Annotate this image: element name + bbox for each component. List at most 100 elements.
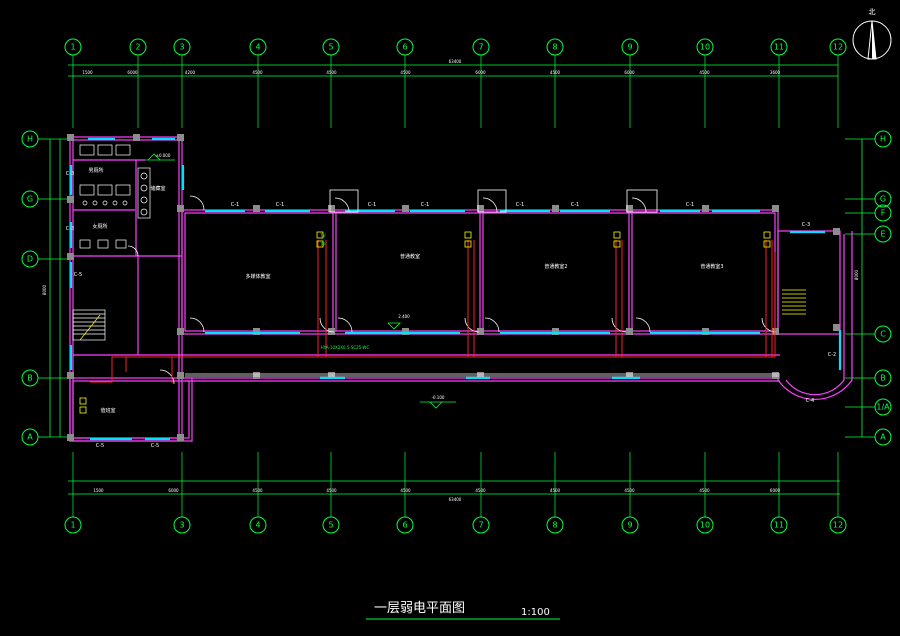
axis-right-5-label: B (880, 374, 886, 383)
axis-top-5-label: 5 (328, 43, 333, 52)
column-23 (67, 372, 74, 379)
dim-bottom-7: 4500 (624, 488, 635, 493)
axis-left-D: D (21, 250, 39, 268)
column-32 (833, 228, 840, 235)
column-0 (67, 134, 74, 141)
level-corridor: -0.100 (432, 395, 445, 400)
side-dimension-lines: 8000 8000 (42, 139, 863, 437)
dim-top-8: 6000 (624, 70, 635, 75)
axis-right-7: A (874, 428, 892, 446)
axis-bottom-4-label: 4 (255, 521, 260, 530)
axis-bottom-9: 9 (621, 516, 639, 534)
dim-bottom-0: 1500 (93, 488, 104, 493)
dim-top-0: 1500 (82, 70, 93, 75)
column-33 (833, 324, 840, 331)
outlet-symbols (79, 231, 771, 414)
window-tag-11: C-5 (151, 443, 159, 449)
window-tag-12: C-3 (66, 171, 74, 177)
column-31 (772, 372, 779, 379)
weak-current-wiring (90, 240, 776, 383)
axis-bottom-5-label: 5 (328, 521, 333, 530)
level-markers: 2.400 -0.100 ±0.000 (145, 153, 456, 409)
column-6 (253, 205, 260, 212)
dim-bottom-4: 4500 (400, 488, 411, 493)
column-13 (772, 205, 779, 212)
axis-right-0-label: H (880, 135, 886, 144)
column-29 (477, 372, 484, 379)
axis-top-9: 9 (621, 38, 639, 56)
column-20 (626, 328, 633, 335)
west-stair (72, 309, 106, 341)
axis-left-G-label: G (27, 195, 33, 204)
axis-bottom-8: 8 (546, 516, 564, 534)
dim-top-7: 4500 (550, 70, 561, 75)
axis-top-3-label: 3 (179, 43, 184, 52)
axis-bottom-5: 5 (322, 516, 340, 534)
window-tag-2: C-1 (368, 202, 376, 208)
axis-bottom-1-label: 1 (70, 521, 75, 530)
axis-top-12-label: 12 (833, 43, 843, 52)
axis-right-6-label: 1/A (876, 403, 890, 412)
room-labels: 多媒体教室 普通教室 普通教室2 普通教室3 男厕所 女厕所 值班室 储藏室 (88, 167, 723, 414)
axis-bottom-3-label: 3 (179, 521, 184, 530)
room-label-3: 普通教室2 (544, 263, 567, 270)
window-tag-10: C-5 (96, 443, 104, 449)
axis-top-11-label: 11 (774, 43, 784, 52)
column-5 (177, 205, 184, 212)
column-2 (177, 134, 184, 141)
column-7 (328, 205, 335, 212)
axis-top-6-label: 6 (402, 43, 407, 52)
axis-right-2-label: F (881, 209, 886, 218)
column-9 (477, 205, 484, 212)
axis-top-2: 2 (129, 38, 147, 56)
cable-note: HYA-10X2X0.5-SC25-WC (321, 345, 370, 350)
dim-bottom-2: 4500 (252, 488, 263, 493)
window-tag-1: C-1 (276, 202, 284, 208)
axis-right-4: C (874, 325, 892, 343)
axis-right-3-label: E (880, 230, 885, 239)
room-label-toilet-m: 男厕所 (88, 167, 103, 174)
column-19 (552, 328, 559, 335)
axis-bottom-12-label: 12 (833, 521, 843, 530)
column-28 (328, 372, 335, 379)
dim-bottom-9: 6000 (770, 488, 781, 493)
level-hall: 2.400 (398, 314, 410, 319)
dim-bottom-5: 4500 (475, 488, 486, 493)
axis-top-1-label: 1 (70, 43, 75, 52)
column-1 (133, 134, 140, 141)
outlet-labels: TV TP HYA-10X2X0.5-SC25-WC (319, 233, 369, 350)
axis-top-11: 11 (770, 38, 788, 56)
window-tag-0: C-1 (231, 202, 239, 208)
axis-right-1-label: G (880, 195, 886, 204)
corridor-railing (185, 373, 780, 377)
dim-top-6: 6000 (475, 70, 486, 75)
column-25 (67, 434, 74, 441)
axis-left-B-label: B (27, 374, 33, 383)
axis-top-10-label: 10 (700, 43, 710, 52)
window-tag-13: C-3 (66, 226, 74, 232)
overall-dim-bottom: 63400 (449, 497, 462, 502)
axis-bottom-10: 10 (696, 516, 714, 534)
axis-bottom-6: 6 (396, 516, 414, 534)
axis-right-6: 1/A (874, 398, 892, 416)
entrance-canopies (329, 189, 658, 213)
axis-left-H: H (21, 130, 39, 148)
axis-top-4-label: 4 (255, 43, 260, 52)
structural-columns (67, 134, 840, 441)
axis-left-D-label: D (27, 255, 33, 264)
left-axis-bubbles: H G D B A (21, 130, 68, 446)
axis-top-12: 12 (829, 38, 847, 56)
overall-dim-left: 8000 (42, 284, 47, 295)
axis-top-6: 6 (396, 38, 414, 56)
axis-left-A: A (21, 428, 39, 446)
axis-top-8-label: 8 (552, 43, 557, 52)
column-4 (67, 253, 74, 260)
windows (69, 137, 842, 441)
column-11 (626, 205, 633, 212)
axis-bottom-12: 12 (829, 516, 847, 534)
north-label: 北 (869, 8, 876, 16)
column-14 (177, 328, 184, 335)
